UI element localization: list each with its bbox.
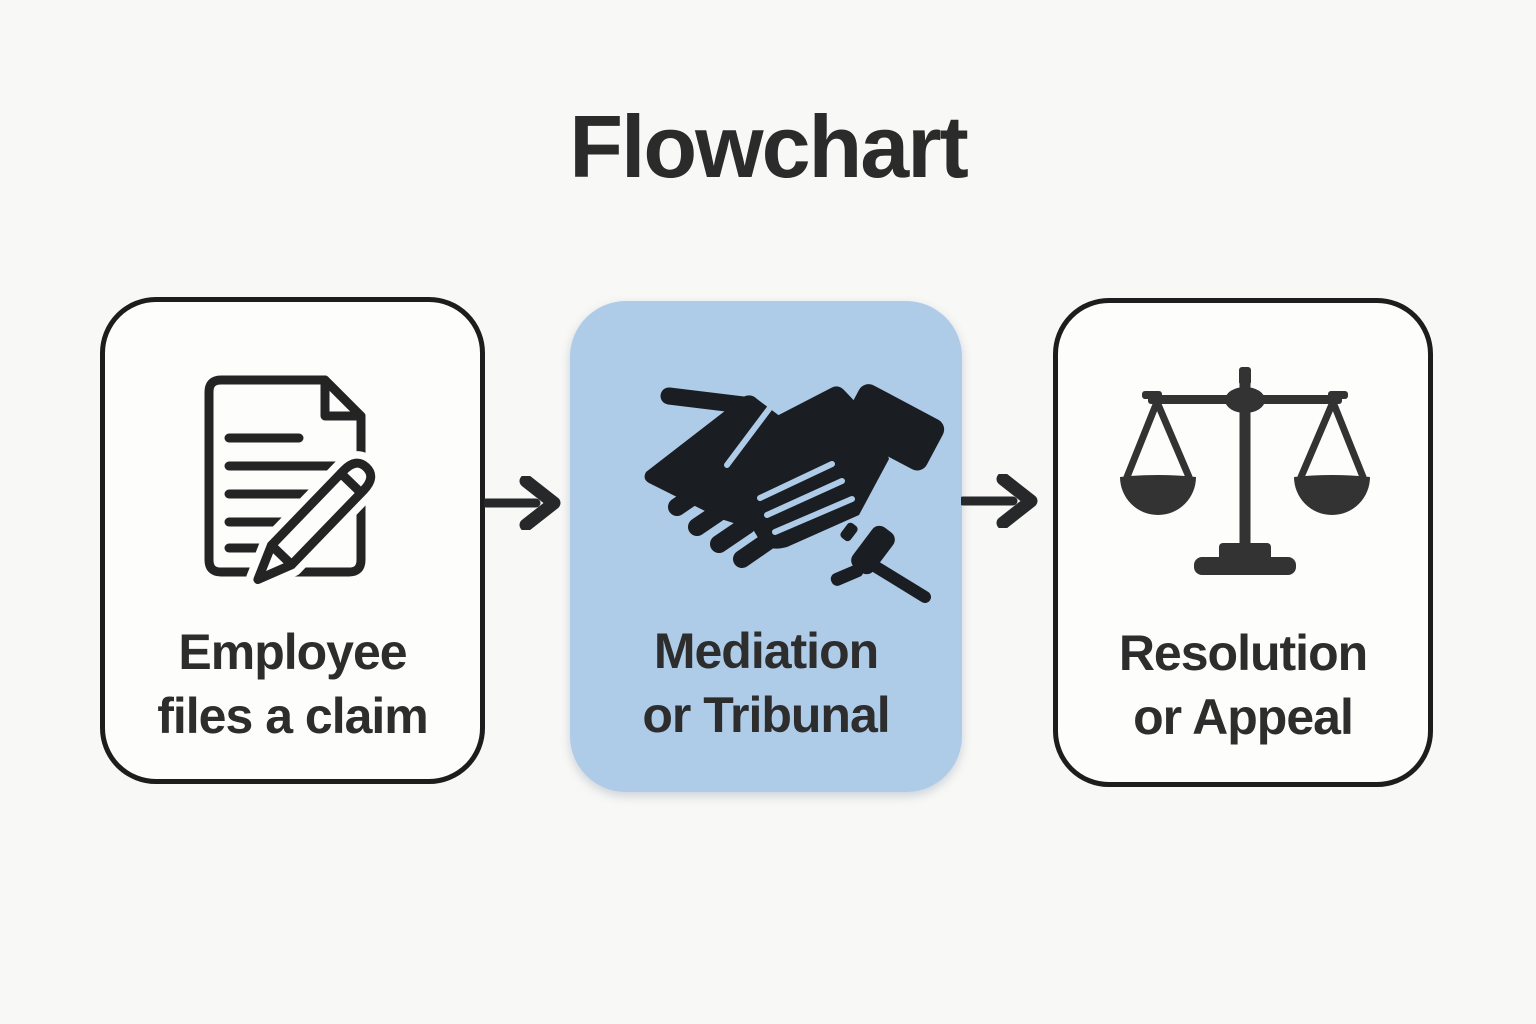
node-label-mediation-tribunal: Mediation or Tribunal	[570, 619, 962, 747]
node-employee-claim: Employee files a claim	[100, 297, 485, 784]
page-title: Flowchart	[569, 97, 969, 196]
node-label-line1: Employee	[178, 624, 407, 680]
node-label-line1: Mediation	[653, 623, 879, 679]
node-label-line2: or Tribunal	[642, 687, 890, 743]
node-label-line1: Resolution	[1118, 625, 1368, 681]
node-label-line2: files a claim	[157, 688, 429, 744]
flow-arrow-mediation-to-resolution	[961, 474, 1038, 528]
node-mediation-tribunal: Mediation or Tribunal	[570, 301, 962, 792]
node-label-line2: or Appeal	[1133, 689, 1354, 745]
node-label-resolution-appeal: Resolution or Appeal	[1058, 621, 1428, 749]
flow-arrow-claim-to-mediation	[484, 476, 561, 530]
node-label-employee-claim: Employee files a claim	[105, 620, 480, 748]
node-resolution-appeal: Resolution or Appeal	[1053, 298, 1433, 787]
